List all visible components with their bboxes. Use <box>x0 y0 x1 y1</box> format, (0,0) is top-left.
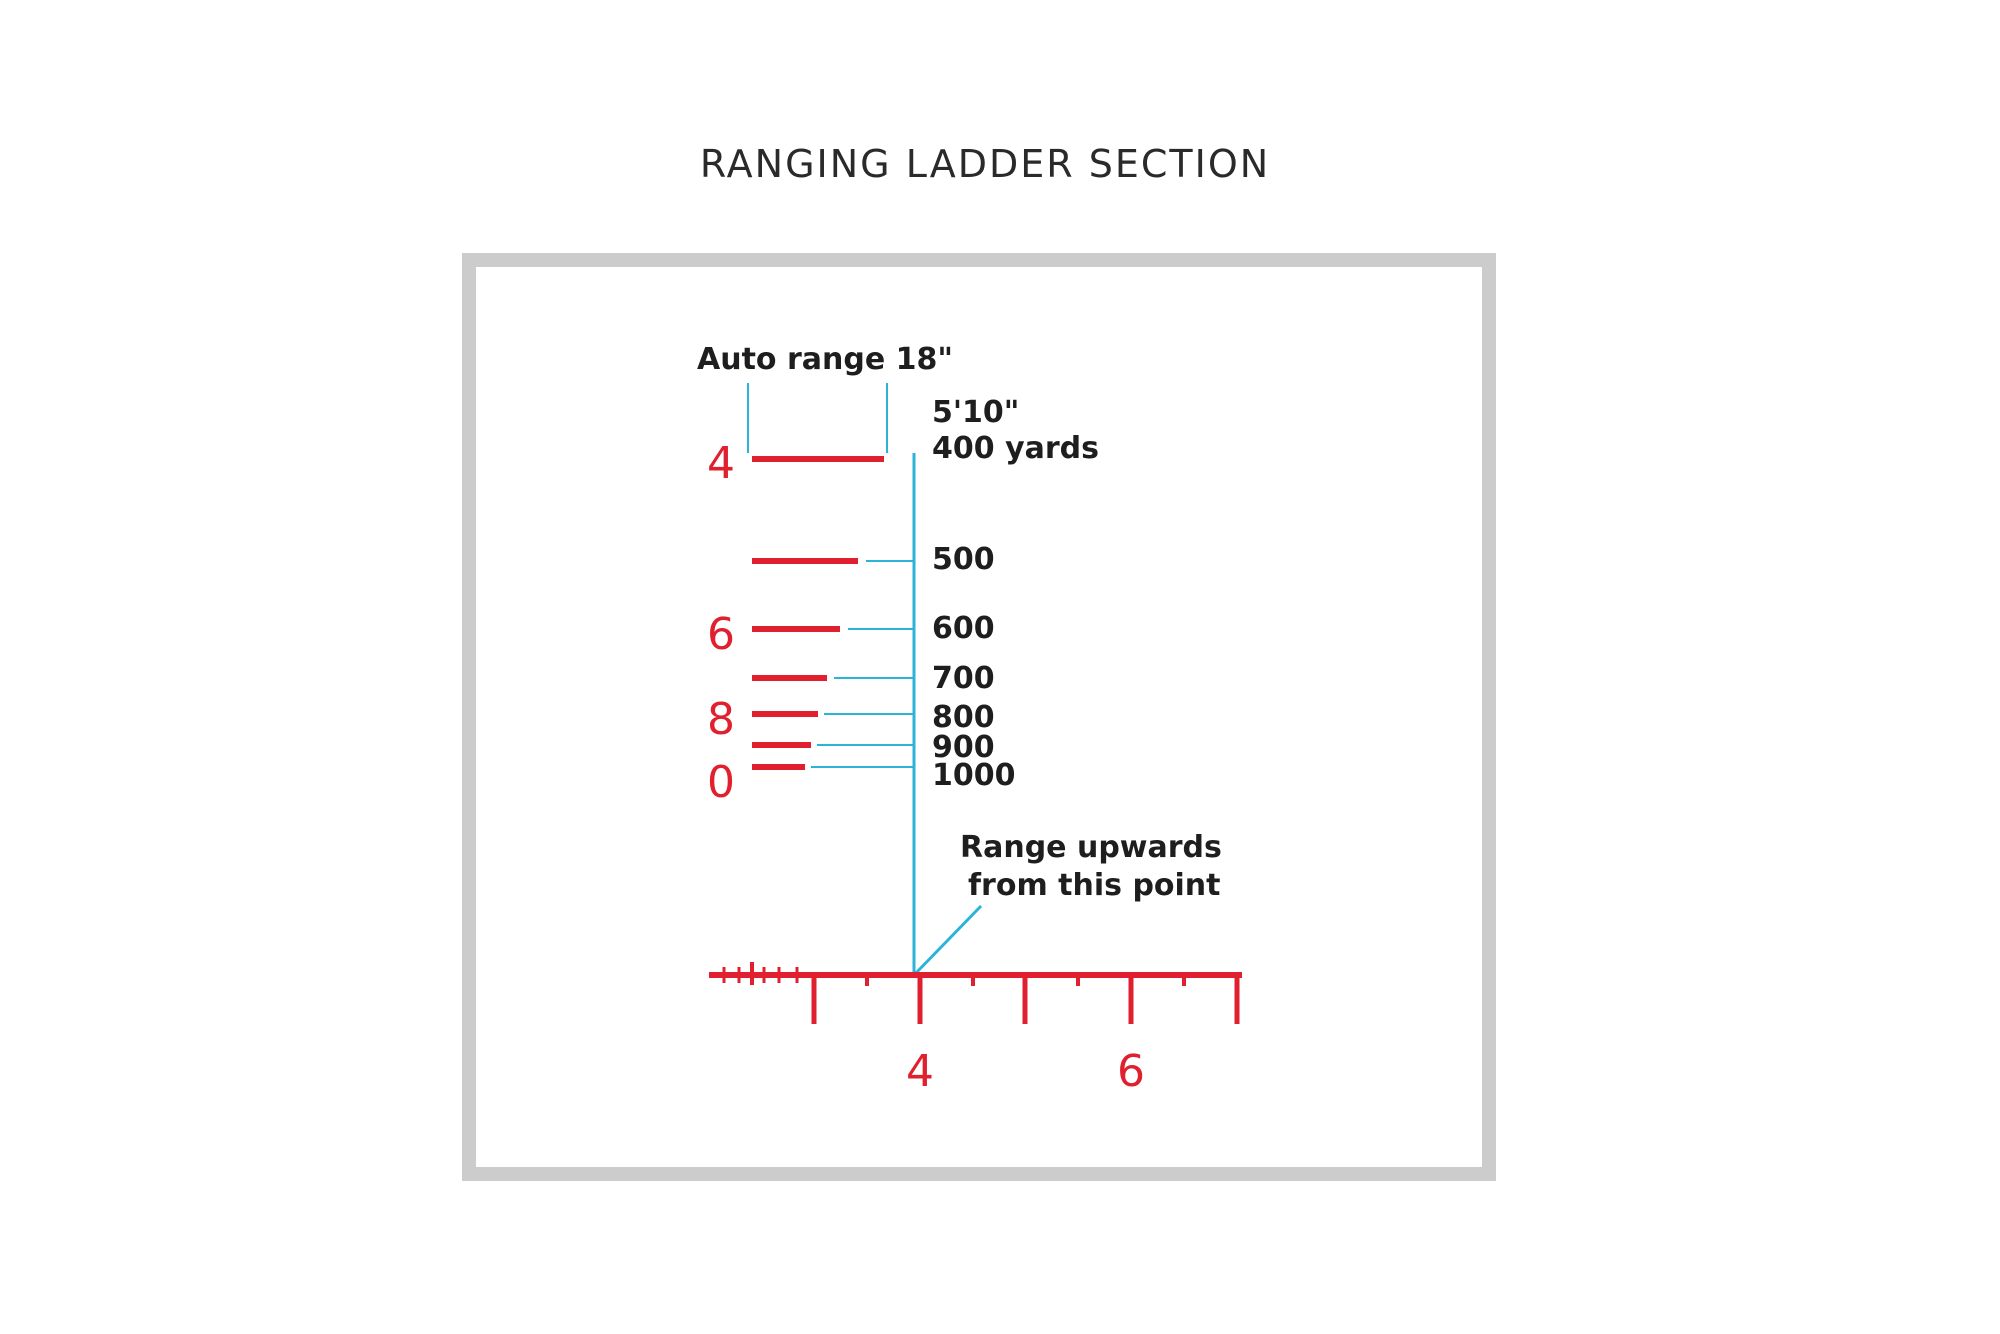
ladder-label: 600 <box>932 611 995 646</box>
range-note-line-2: from this point <box>968 868 1221 903</box>
ladder-number: 8 <box>707 694 735 745</box>
ladder-label: 400 yards <box>932 431 1099 466</box>
ladder-numbers: 4 6 8 0 <box>707 438 735 808</box>
ladder-label: 900 <box>932 730 995 765</box>
ladder-label: 700 <box>932 661 995 696</box>
page-title: RANGING LADDER SECTION <box>699 142 1271 186</box>
ladder-number: 6 <box>707 609 735 660</box>
range-note-line-1: Range upwards <box>960 830 1222 865</box>
auto-range-label: Auto range 18" <box>697 342 953 377</box>
auto-range-bracket <box>747 383 888 453</box>
ladder-number: 4 <box>707 438 735 489</box>
ladder-number: 0 <box>707 757 735 808</box>
ladder-label: 1000 <box>932 758 1016 793</box>
scale-number-6: 6 <box>1117 1046 1145 1097</box>
target-height-label: 5'10" <box>932 395 1019 430</box>
scale-number-4: 4 <box>906 1046 934 1097</box>
range-note-pointer <box>912 904 983 977</box>
horizontal-scale <box>709 962 1242 1024</box>
ladder-label: 500 <box>932 542 995 577</box>
diagram-frame <box>462 253 1496 1181</box>
ladder-label: 800 <box>932 700 995 735</box>
